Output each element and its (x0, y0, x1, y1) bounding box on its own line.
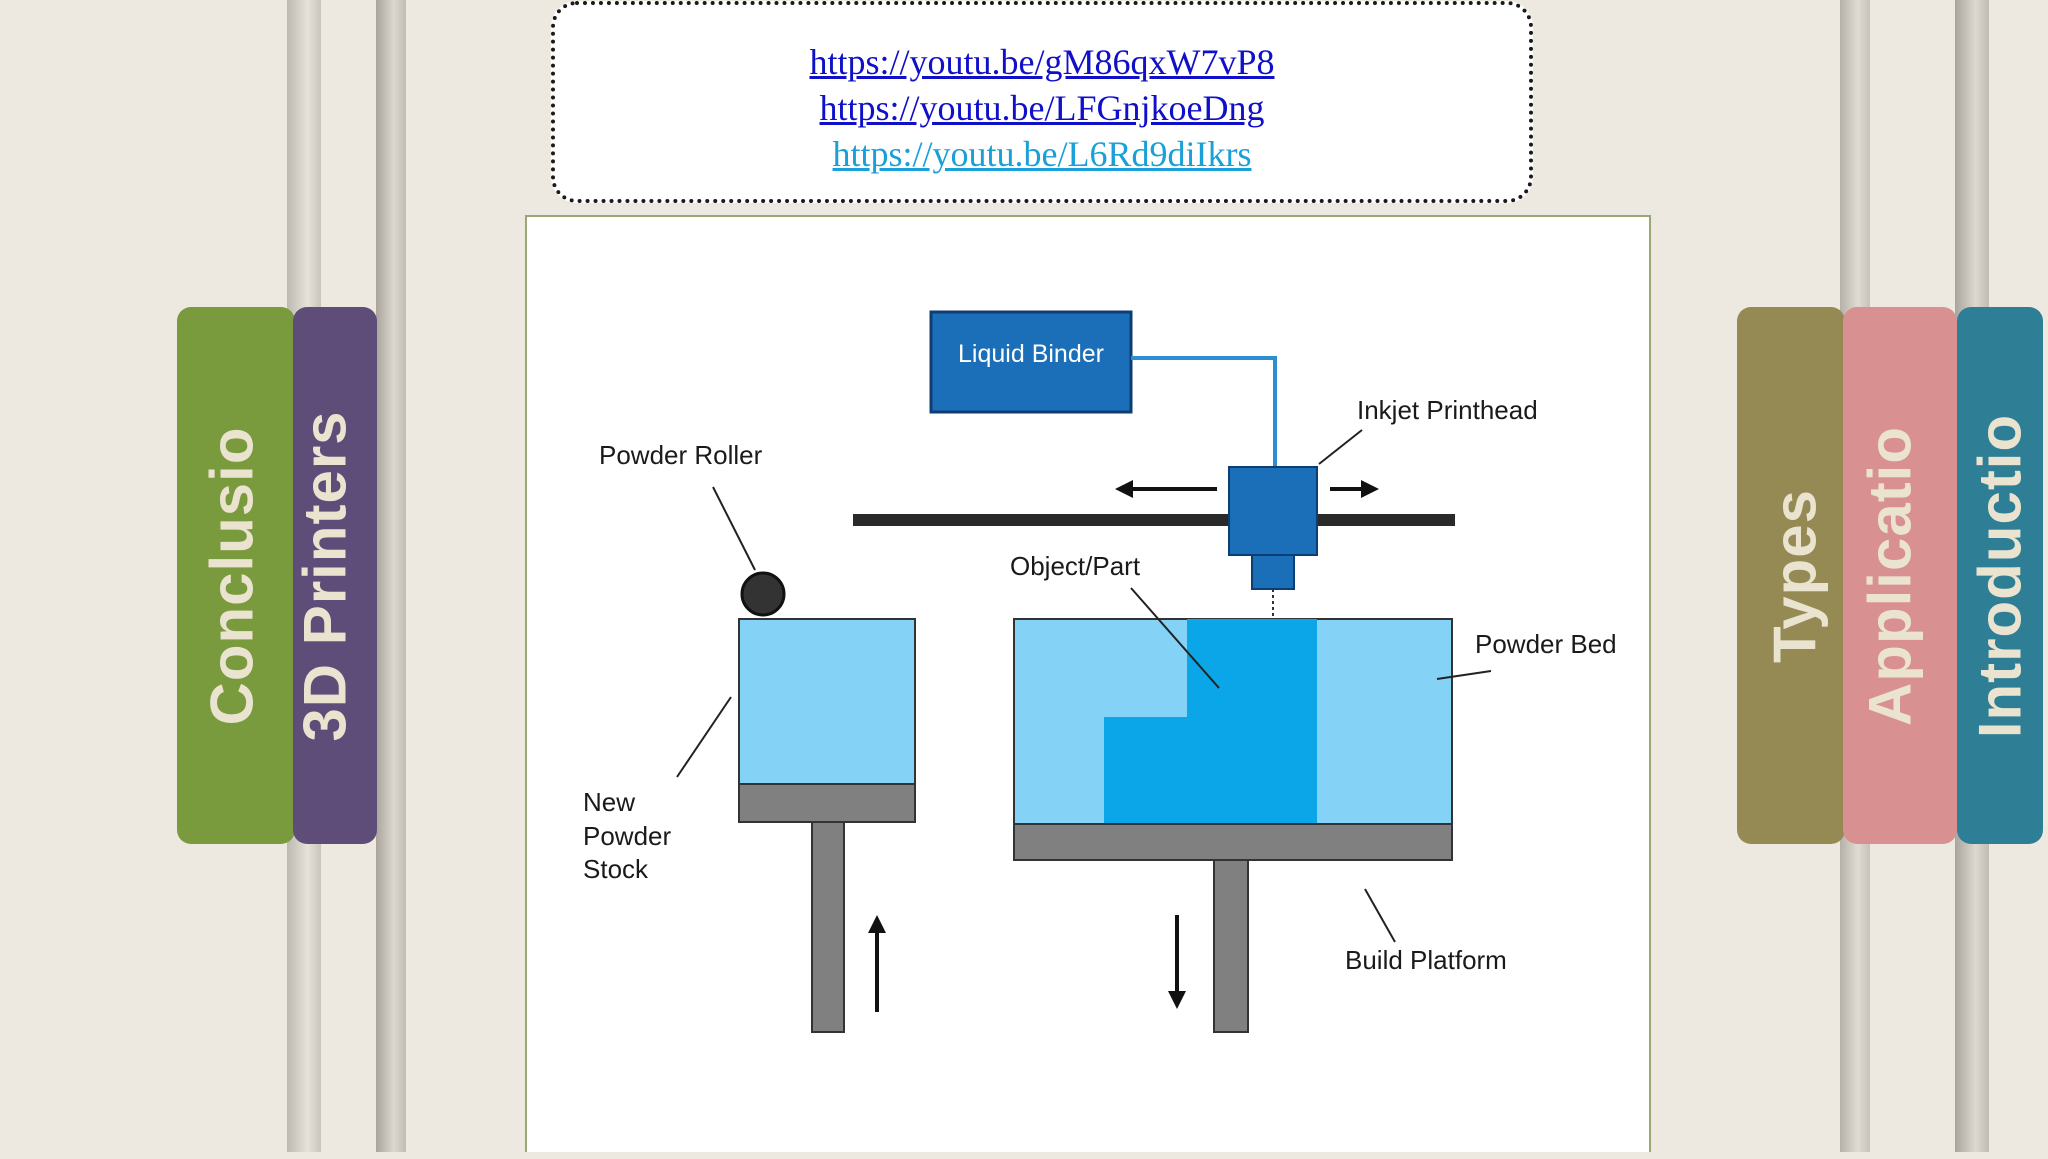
bed-leader (1436, 670, 1492, 680)
tab-label: 3D Printers (293, 409, 359, 742)
roller-leader (712, 486, 756, 571)
tab-label: Applicatio (1856, 425, 1924, 726)
tab-background (177, 307, 295, 844)
decorative-stripe (376, 0, 406, 1152)
inkjet-leader (1318, 429, 1363, 465)
label-line: New (583, 787, 635, 817)
arrow-left-head (1115, 480, 1133, 498)
binder-jetting-diagram: Liquid Binder Inkjet Printhead Powder Ro… (525, 215, 1651, 1152)
tab-label: Conclusio (198, 425, 266, 726)
printhead-rail (853, 514, 1455, 526)
build-platform (1013, 823, 1453, 861)
binder-feed-line (1131, 356, 1277, 469)
new-powder-stock-label: New Powder Stock (583, 787, 678, 884)
stock-piston-rod (811, 821, 845, 1033)
object-part (1104, 619, 1317, 824)
build-platform-label: Build Platform (1345, 945, 1507, 975)
powder-roller (740, 571, 786, 617)
tab-background (1737, 307, 1845, 844)
printhead-nozzle (1251, 554, 1295, 590)
inkjet-printhead (1228, 466, 1318, 556)
powder-roller-label: Powder Roller (599, 440, 763, 470)
video-link-1[interactable]: https://youtu.be/gM86qxW7vP8 (809, 42, 1275, 82)
tab-3d-printers[interactable]: 3D Printers (293, 307, 377, 844)
platform-leader (1364, 888, 1396, 943)
object-leader (1130, 587, 1220, 689)
tab-applications[interactable]: Applicatio (1843, 307, 1957, 844)
tab-label: Introductio (1966, 413, 2034, 738)
tab-label: Types (1761, 488, 1829, 663)
tab-background (293, 307, 377, 844)
video-link-3[interactable]: https://youtu.be/L6Rd9diIkrs (832, 134, 1252, 174)
diagram-svg: Liquid Binder Inkjet Printhead Powder Ro… (583, 310, 1617, 1033)
tab-background (1957, 307, 2043, 844)
label-line: Powder (583, 821, 671, 851)
build-platform-rod (1213, 859, 1249, 1033)
inkjet-printhead-label: Inkjet Printhead (1357, 395, 1538, 425)
tab-background (1843, 307, 1957, 844)
arrow-up-head (868, 915, 886, 933)
arrow-down-head (1168, 991, 1186, 1009)
tab-types[interactable]: Types (1737, 307, 1845, 844)
liquid-binder-box (929, 310, 1133, 414)
video-link-2[interactable]: https://youtu.be/LFGnjkoeDng (819, 88, 1265, 128)
stock-leader (676, 696, 732, 778)
liquid-binder-label: Liquid Binder (958, 340, 1104, 368)
powder-bed-label: Powder Bed (1475, 629, 1617, 659)
powder-stock-chamber (738, 618, 916, 785)
links-box: https://youtu.be/gM86qxW7vP8 https://you… (551, 1, 1533, 203)
arrow-right-head (1361, 480, 1379, 498)
tab-conclusion[interactable]: Conclusio (177, 307, 295, 844)
tab-introduction[interactable]: Introductio (1957, 307, 2043, 844)
object-part-label: Object/Part (1010, 551, 1141, 581)
stock-piston (738, 783, 916, 823)
label-line: Stock (583, 854, 649, 884)
